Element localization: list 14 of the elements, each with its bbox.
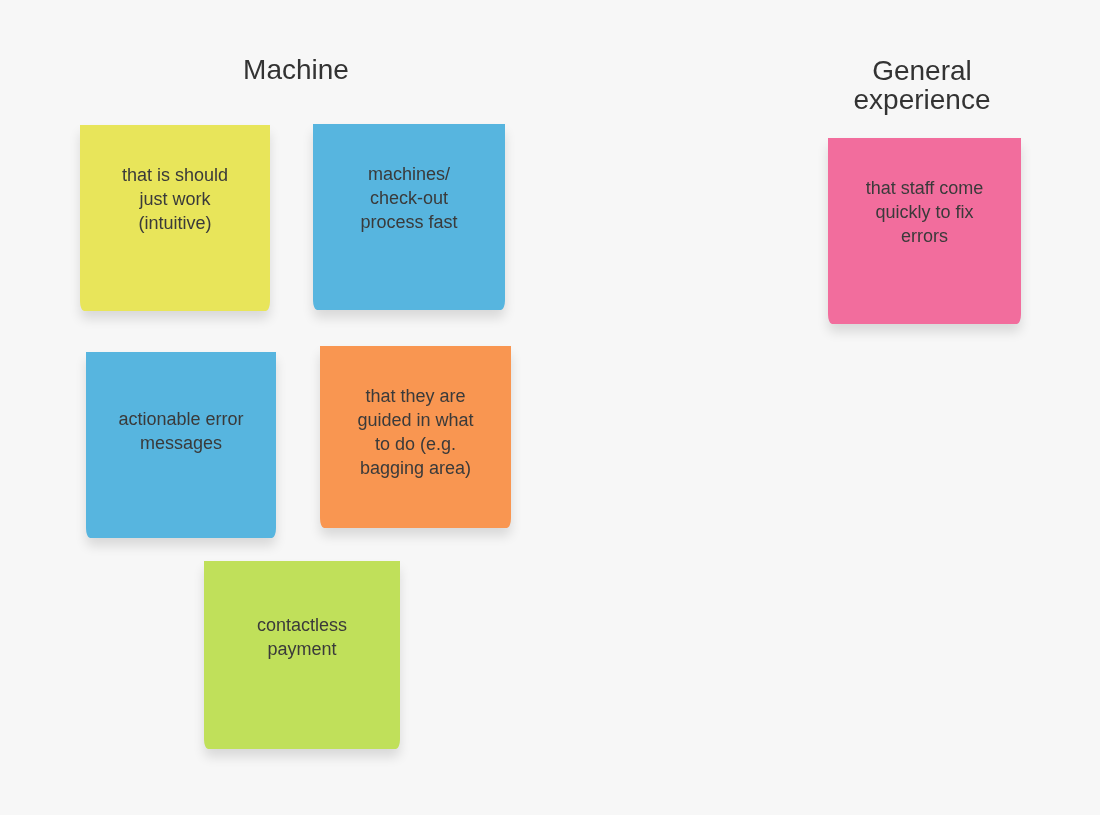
note-text: actionable error messages bbox=[117, 408, 245, 455]
sticky-note bbox=[828, 138, 1021, 324]
sticky-note bbox=[204, 561, 400, 749]
group-heading: General experience bbox=[852, 56, 992, 114]
group-heading: Machine bbox=[242, 55, 350, 84]
sticky-note bbox=[313, 124, 505, 310]
sticky-note bbox=[80, 125, 270, 311]
sticky-note bbox=[86, 352, 276, 538]
note-text: that is should just work (intuitive) bbox=[120, 164, 230, 235]
note-text: machines/ check-out process fast bbox=[359, 163, 459, 234]
note-text: contactless payment bbox=[255, 614, 348, 661]
note-text: that they are guided in what to do (e.g. bagging area) bbox=[356, 385, 475, 480]
note-text: that staff come quickly to fix errors bbox=[864, 177, 985, 248]
sticky-note bbox=[320, 346, 511, 528]
